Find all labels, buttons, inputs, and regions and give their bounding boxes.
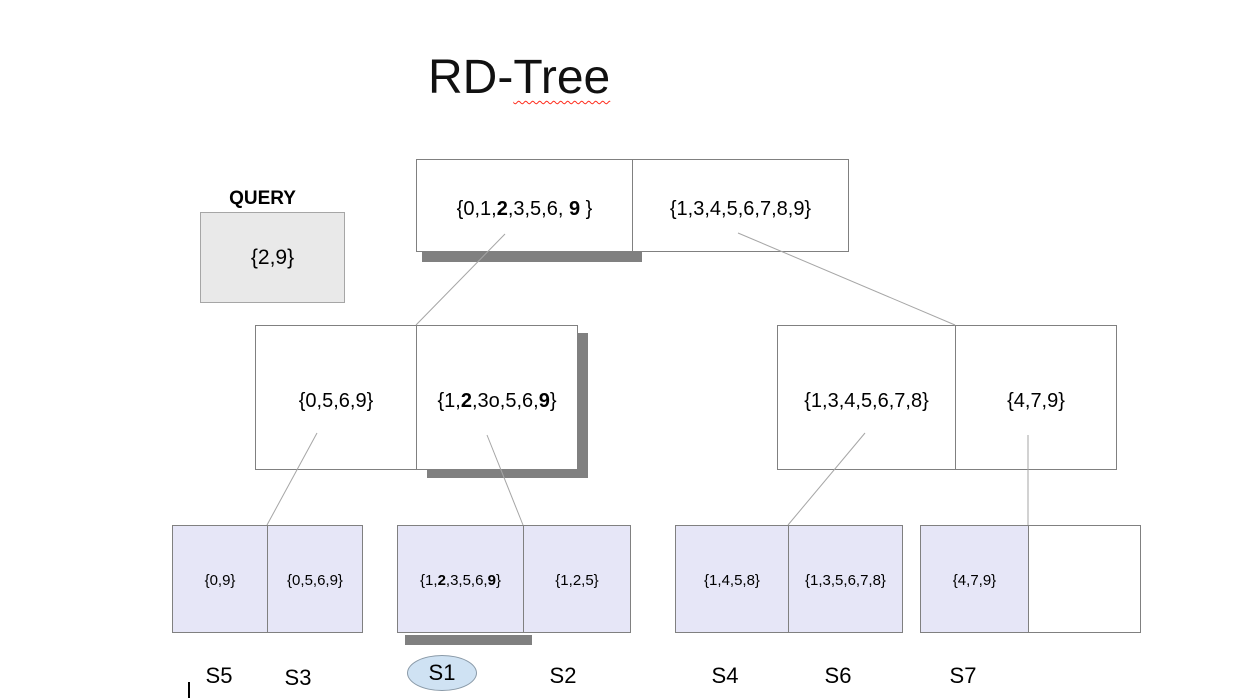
- level2-value-1345678: {1,3,4,5,6,7,8}: [804, 390, 929, 412]
- leaf-value-s4: {1,4,5,8}: [704, 572, 760, 589]
- leaf-value-s3: {0,5,6,9}: [287, 572, 343, 589]
- leaf-cell-s2: {1,2,5}: [523, 525, 631, 633]
- page-title: RD-Tree: [428, 51, 611, 105]
- level2-left-node: {0,5,6,9} {1,2,3o,5,6,9}: [255, 325, 578, 470]
- leaf-cell-empty: [1028, 525, 1141, 633]
- root-left-value: {0,1,2,3,5,6, 9 }: [456, 198, 593, 220]
- root-left-cell-shadow: [422, 252, 642, 262]
- root-node: {0,1,2,3,5,6, 9 } {1,3,4,5,6,7,8,9}: [416, 159, 849, 252]
- text-cursor: [188, 682, 190, 698]
- leaf-value-s7: {4,7,9}: [952, 572, 997, 589]
- level2-highlight-shadow-bottom: [427, 470, 588, 478]
- leaf-cell-s7: {4,7,9}: [920, 525, 1029, 633]
- leaf-node-s7: {4,7,9}: [920, 525, 1141, 633]
- label-s7: S7: [949, 663, 977, 688]
- root-cell-right: {1,3,4,5,6,7,8,9}: [632, 159, 849, 252]
- level2-value-0569: {0,5,6,9}: [298, 390, 374, 412]
- leaf-node-s4-s6: {1,4,5,8} {1,3,5,6,7,8}: [675, 525, 903, 633]
- level2-cell-0569: {0,5,6,9}: [255, 325, 417, 470]
- leaf-value-s1: {1,2,3,5,6,9}: [420, 572, 501, 589]
- level2-cell-1345678: {1,3,4,5,6,7,8}: [777, 325, 956, 470]
- query-box: {2,9}: [200, 212, 345, 303]
- label-s4: S4: [711, 663, 739, 688]
- query-value: {2,9}: [250, 245, 295, 269]
- level2-cell-123569: {1,2,3o,5,6,9}: [416, 325, 578, 470]
- leaf-cell-s6: {1,3,5,6,7,8}: [788, 525, 903, 633]
- label-s2: S2: [549, 663, 577, 688]
- level2-value-479: {4,7,9}: [1007, 390, 1065, 412]
- level2-cell-479: {4,7,9}: [955, 325, 1117, 470]
- root-cell-left: {0,1,2,3,5,6, 9 }: [416, 159, 633, 252]
- root-right-value: {1,3,4,5,6,7,8,9}: [669, 198, 812, 220]
- leaf-node-s1-s2: {1,2,3,5,6,9} {1,2,5}: [397, 525, 631, 633]
- title-prefix: RD-: [428, 51, 514, 104]
- level2-right-node: {1,3,4,5,6,7,8} {4,7,9}: [777, 325, 1117, 470]
- label-s5: S5: [205, 663, 233, 688]
- title-spellcheck-word: Tree: [513, 51, 611, 104]
- leaf-cell-s4: {1,4,5,8}: [675, 525, 789, 633]
- s1-highlight-ellipse: S1: [407, 655, 477, 691]
- label-s6: S6: [824, 663, 852, 688]
- label-s1: S1: [428, 660, 456, 685]
- leaf-s1-shadow: [405, 635, 532, 645]
- level2-value-123569: {1,2,3o,5,6,9}: [437, 390, 557, 412]
- leaf-cell-s1: {1,2,3,5,6,9}: [397, 525, 524, 633]
- leaf-cell-s3: {0,5,6,9}: [267, 525, 363, 633]
- leaf-value-s6: {1,3,5,6,7,8}: [805, 572, 886, 589]
- leaf-node-s5-s3: {0,9} {0,5,6,9}: [172, 525, 363, 633]
- query-label: QUERY: [229, 188, 296, 209]
- leaf-value-s5: {0,9}: [204, 572, 236, 589]
- leaf-cell-s5: {0,9}: [172, 525, 268, 633]
- level2-highlight-shadow-right: [577, 333, 588, 478]
- label-s3: S3: [284, 665, 312, 690]
- leaf-value-s2: {1,2,5}: [555, 572, 599, 589]
